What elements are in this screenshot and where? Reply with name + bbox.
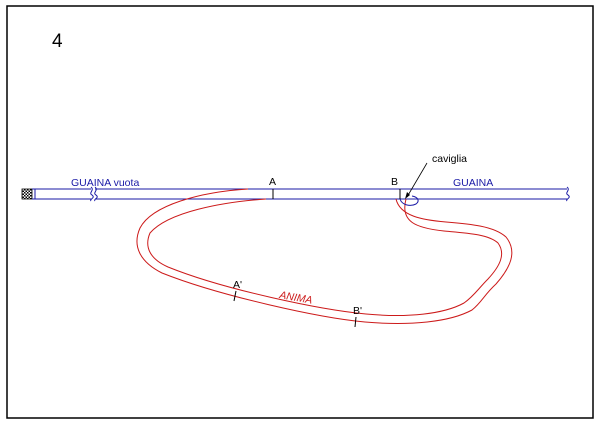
peg-hook	[399, 195, 419, 206]
sheet-frame	[6, 5, 594, 419]
label-core: ANIMA	[277, 289, 313, 307]
label-point-a: A	[269, 176, 276, 188]
label-sheath-empty: GUAINA vuota	[71, 177, 139, 189]
label-point-a-prime: A'	[233, 279, 242, 291]
peg-leader-arrow	[405, 192, 410, 199]
sheet-number: 4	[52, 31, 63, 52]
core-loop	[136, 188, 513, 324]
sheath-left	[32, 186, 98, 202]
label-point-b-prime: B'	[353, 305, 362, 317]
peg-leader-line	[406, 162, 428, 198]
sheath-main	[95, 186, 570, 202]
label-sheath: GUAINA	[453, 177, 493, 189]
mark-b-prime	[354, 316, 357, 328]
label-point-b: B	[391, 176, 398, 188]
mark-a-prime	[233, 290, 237, 302]
label-peg: caviglia	[432, 153, 467, 165]
end-cap-hatched	[21, 188, 33, 200]
